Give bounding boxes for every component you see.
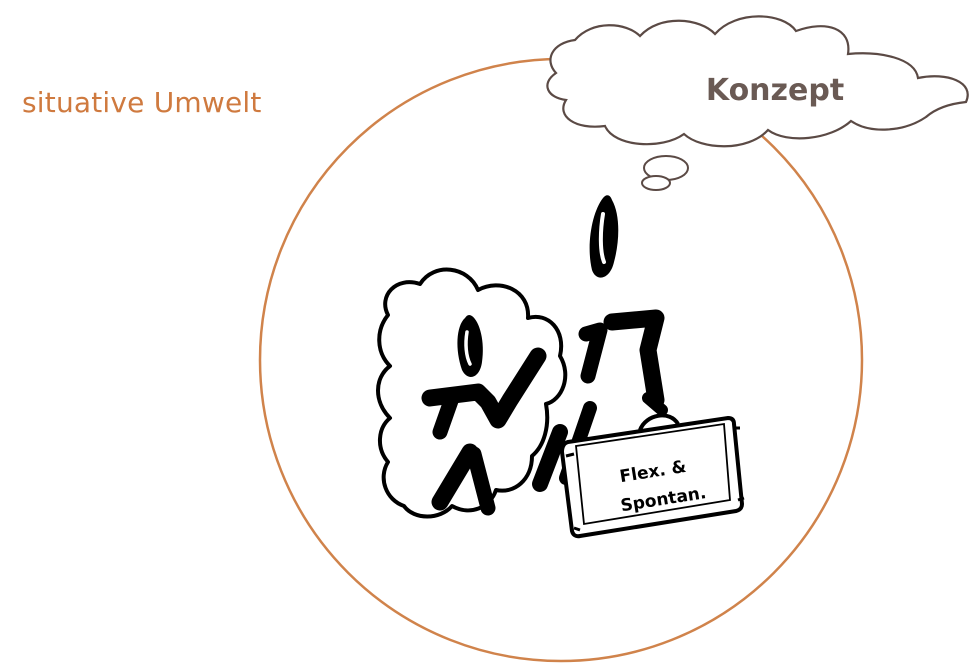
thought-bubble-text: Konzept	[706, 73, 844, 108]
thought-cloud-icon: Konzept	[547, 16, 967, 190]
suitcase-icon: Flex. & Spontan.	[562, 415, 744, 536]
